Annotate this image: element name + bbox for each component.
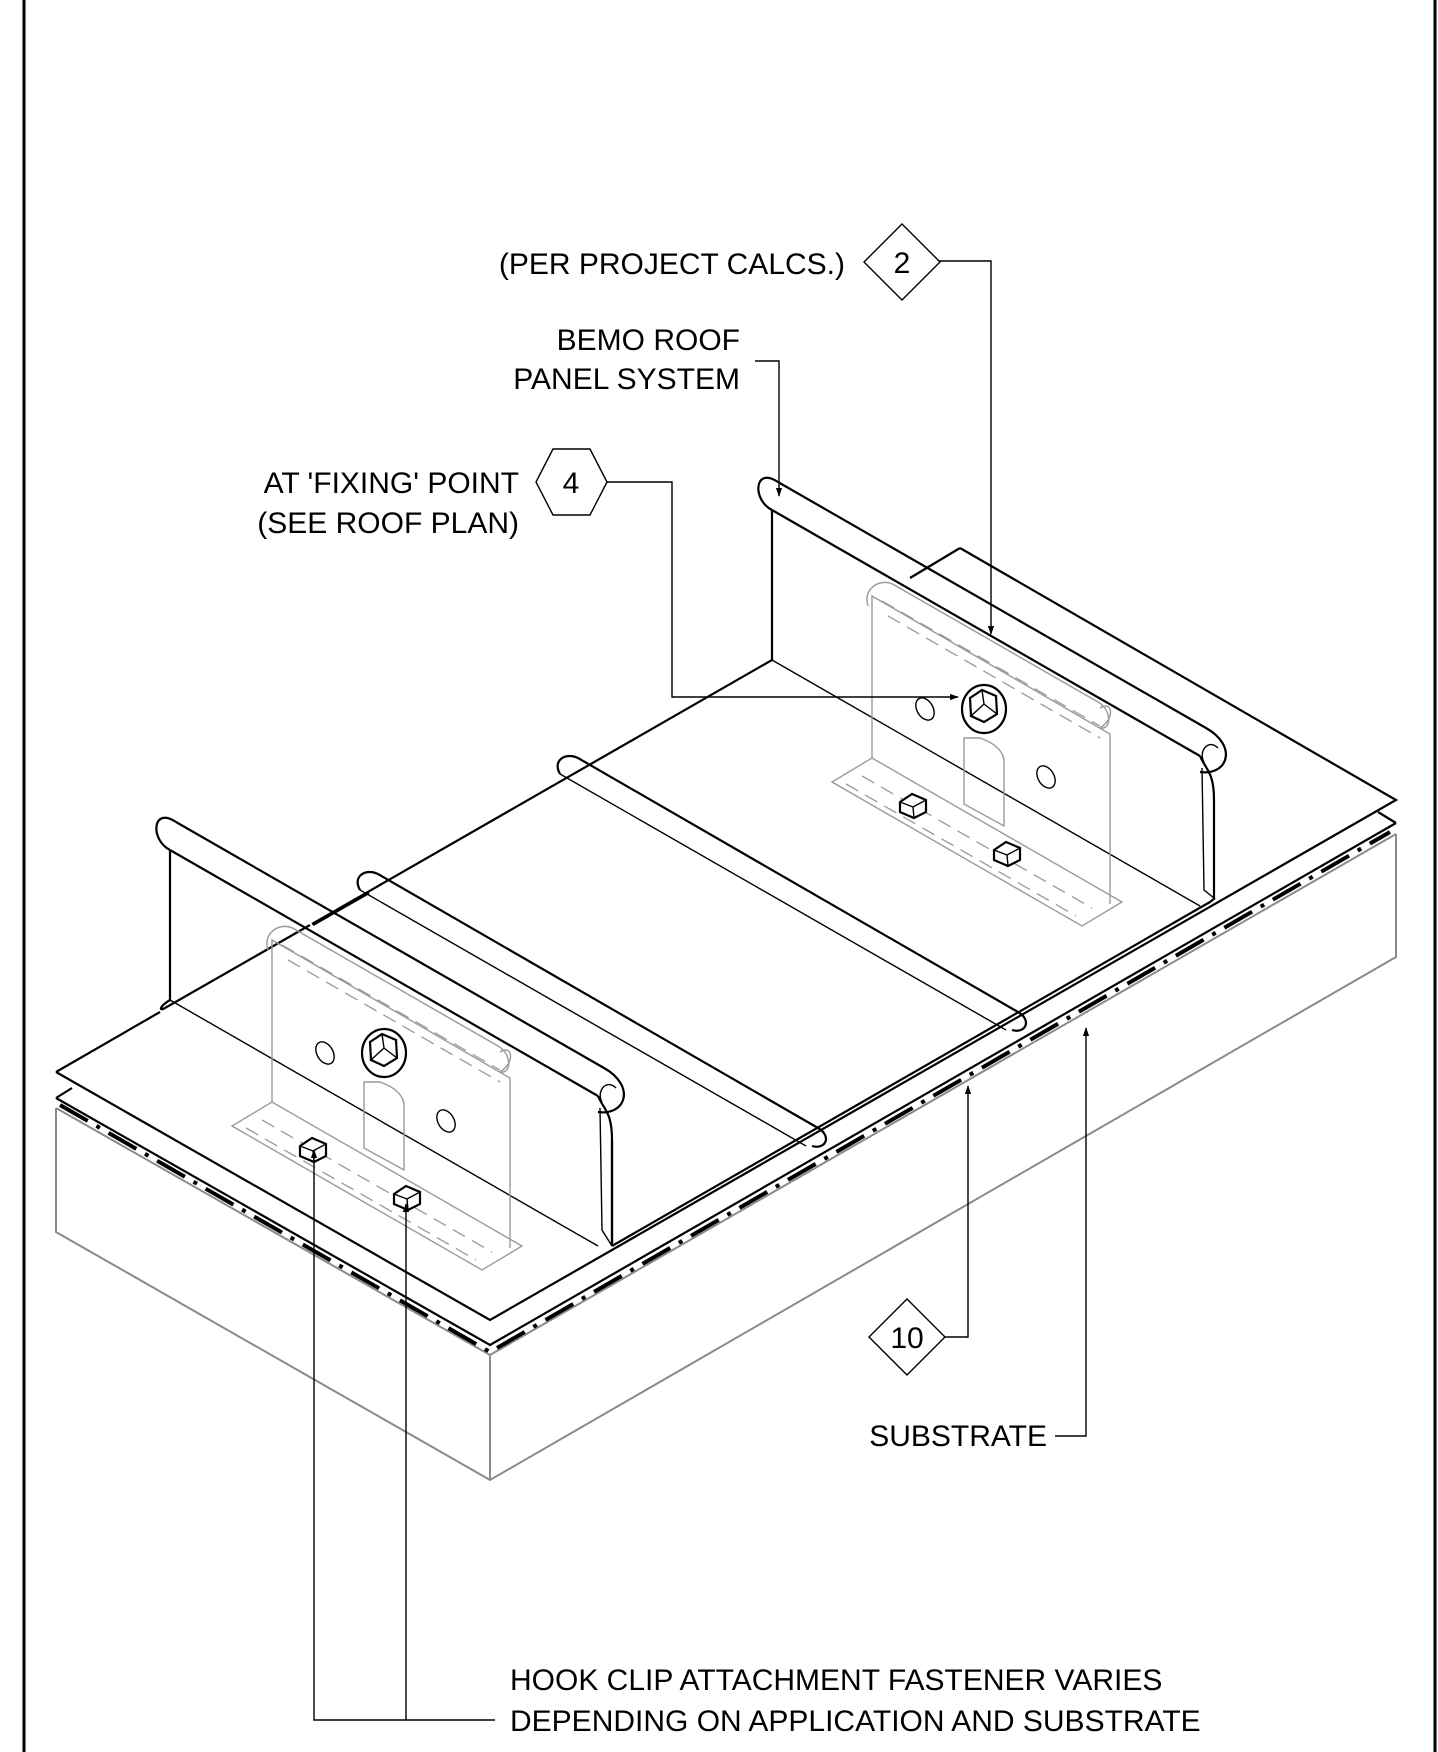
underlayment-layers — [55, 811, 1397, 1355]
leader-fastener-1 — [310, 1149, 406, 1721]
callout-tag-10: 10 — [868, 1298, 946, 1376]
pan-stiffening-ribs — [356, 754, 1028, 1148]
hex-fastener-left-1 — [298, 1136, 328, 1164]
callout-2-note: (PER PROJECT CALCS.) — [499, 248, 845, 281]
right-seam-rib — [757, 476, 1227, 907]
leader-substrate — [1055, 1027, 1090, 1437]
leader-10 — [942, 1085, 972, 1338]
hex-fastener-left-2 — [392, 1184, 422, 1212]
panel-system-label-line1: BEMO ROOF — [557, 324, 740, 357]
left-clip-bolt — [360, 1027, 408, 1079]
sheet-border — [22, 0, 1437, 1752]
leader-2 — [938, 260, 995, 635]
leader-panel-system — [755, 360, 783, 497]
panel-system-label-line2: PANEL SYSTEM — [513, 363, 740, 396]
svg-text:2: 2 — [894, 247, 911, 280]
hex-fastener-right-1 — [898, 792, 928, 820]
callout-4-note-line1: AT 'FIXING' POINT — [264, 467, 519, 500]
fastener-label-line1: HOOK CLIP ATTACHMENT FASTENER VARIES — [510, 1664, 1162, 1697]
leader-fastener-2 — [402, 1203, 495, 1721]
svg-text:4: 4 — [563, 467, 580, 500]
callout-4-note-line2: (SEE ROOF PLAN) — [257, 507, 519, 540]
left-hook-clip — [230, 925, 524, 1271]
fastener-label-line2: DEPENDING ON APPLICATION AND SUBSTRATE — [510, 1705, 1201, 1738]
right-hook-clip — [830, 581, 1124, 927]
substrate-label: SUBSTRATE — [869, 1420, 1047, 1453]
callout-tag-2: 2 (PER PROJECT CALCS.) — [499, 223, 941, 301]
right-clip-bolt — [960, 683, 1008, 735]
underlayment-dashdot-line — [59, 830, 1392, 1355]
roof-panel-sheet — [55, 547, 1399, 1322]
leader-4 — [604, 481, 959, 701]
labels: BEMO ROOF PANEL SYSTEM SUBSTRATE HOOK CL… — [510, 324, 1201, 1738]
svg-text:10: 10 — [890, 1322, 923, 1355]
base-fasteners — [298, 792, 1022, 1212]
callout-tag-4: 4 AT 'FIXING' POINT (SEE ROOF PLAN) — [257, 448, 608, 540]
left-seam-rib — [155, 816, 625, 1247]
hex-fastener-right-2 — [992, 840, 1022, 868]
substrate-block — [55, 833, 1397, 1482]
leader-lines — [310, 260, 1090, 1721]
